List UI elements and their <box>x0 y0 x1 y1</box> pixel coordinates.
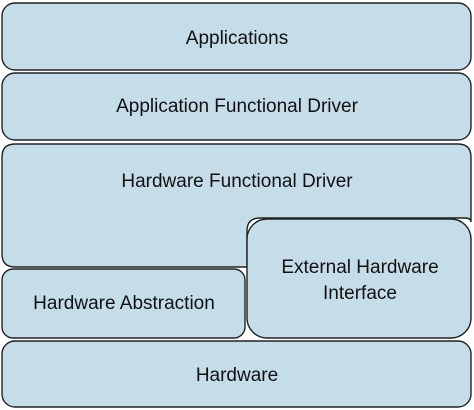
external-hardware-interface-layer <box>246 218 472 339</box>
application-functional-driver-label: Application Functional Driver <box>116 96 359 117</box>
hardware-functional-driver-label: Hardware Functional Driver <box>121 171 353 192</box>
hardware-layer <box>1 340 472 408</box>
hardware-label: Hardware <box>196 365 278 386</box>
hardware-abstraction-layer <box>1 268 246 339</box>
hardware-functional-driver-layer <box>1 143 472 268</box>
applications-layer <box>1 2 472 71</box>
external-hardware-interface-label-line1: External Hardware <box>281 257 438 278</box>
hardware-abstraction-label: Hardware Abstraction <box>33 293 215 314</box>
external-hardware-interface-label-line2: Interface <box>323 283 397 304</box>
applications-label: Applications <box>186 28 288 49</box>
application-functional-driver-layer <box>1 72 472 141</box>
